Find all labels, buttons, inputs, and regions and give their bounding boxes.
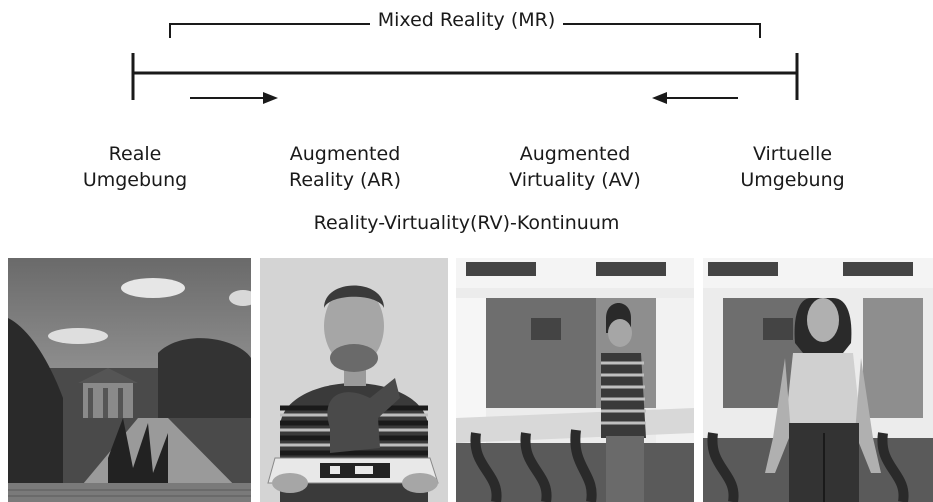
mixed-reality-label: Mixed Reality (MR) <box>369 9 564 31</box>
arrow-right-icon <box>190 92 278 104</box>
arrow-left-icon <box>652 92 738 104</box>
augmented-reality-man-with-tablet-photo <box>260 258 448 502</box>
augmented-virtuality-man-in-virtual-room-photo <box>456 258 694 502</box>
real-environment-garden-photo <box>8 258 251 502</box>
continuum-axis <box>131 53 799 100</box>
diagram-title: Reality-Virtuality(RV)-Kontinuum <box>313 212 620 234</box>
virtual-environment-avatar-photo <box>703 258 933 502</box>
